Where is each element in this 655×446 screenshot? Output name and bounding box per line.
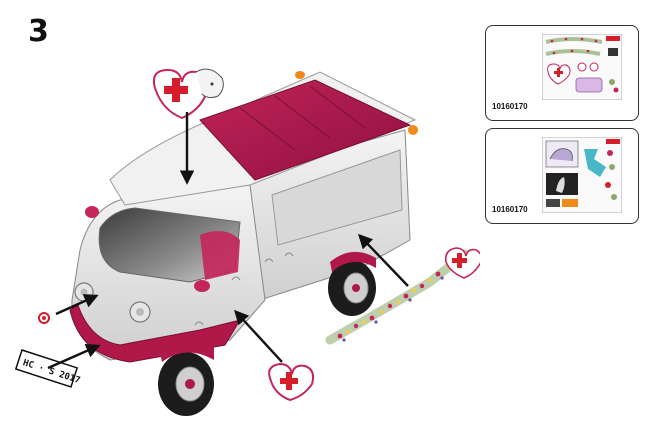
wheel-rear: [328, 260, 376, 316]
sticker-sheet-2-code: 10160170: [492, 205, 528, 214]
arrow-garland: [358, 233, 409, 287]
arrow-badge: [55, 294, 99, 316]
roof-beacon-rear: [408, 125, 418, 135]
van-side-window: [271, 149, 403, 246]
van-seat: [200, 231, 240, 280]
wheel-arch-rear: [330, 251, 376, 272]
sticker-round-badge: [38, 312, 50, 324]
sticker-flower-garland: [325, 247, 480, 345]
wheel-arch-front: [160, 339, 214, 362]
sticker-sheet-1-code: 10160170: [492, 102, 528, 111]
wheel-front: [158, 352, 214, 416]
arrow-plate: [47, 344, 101, 370]
sticker-sheet-panel-2: 10160170: [485, 128, 639, 224]
sticker-heart-cross-bottom: [268, 362, 315, 402]
step-number: 3: [28, 14, 49, 49]
van-roof: [199, 79, 412, 181]
sticker-heart-cross-top: [152, 68, 224, 120]
side-mirror-left: [85, 206, 99, 218]
sticker-sheet-2-thumbnail: [542, 137, 622, 213]
sticker-sheet-panel-1: 10160170: [485, 25, 639, 121]
van-illustration: HC · S 2017: [14, 68, 480, 416]
side-mirror-right: [194, 280, 210, 292]
arrow-side-heart: [234, 309, 283, 363]
sticker-sheet-1-thumbnail: [542, 34, 622, 100]
roof-beacon-front: [295, 71, 305, 79]
